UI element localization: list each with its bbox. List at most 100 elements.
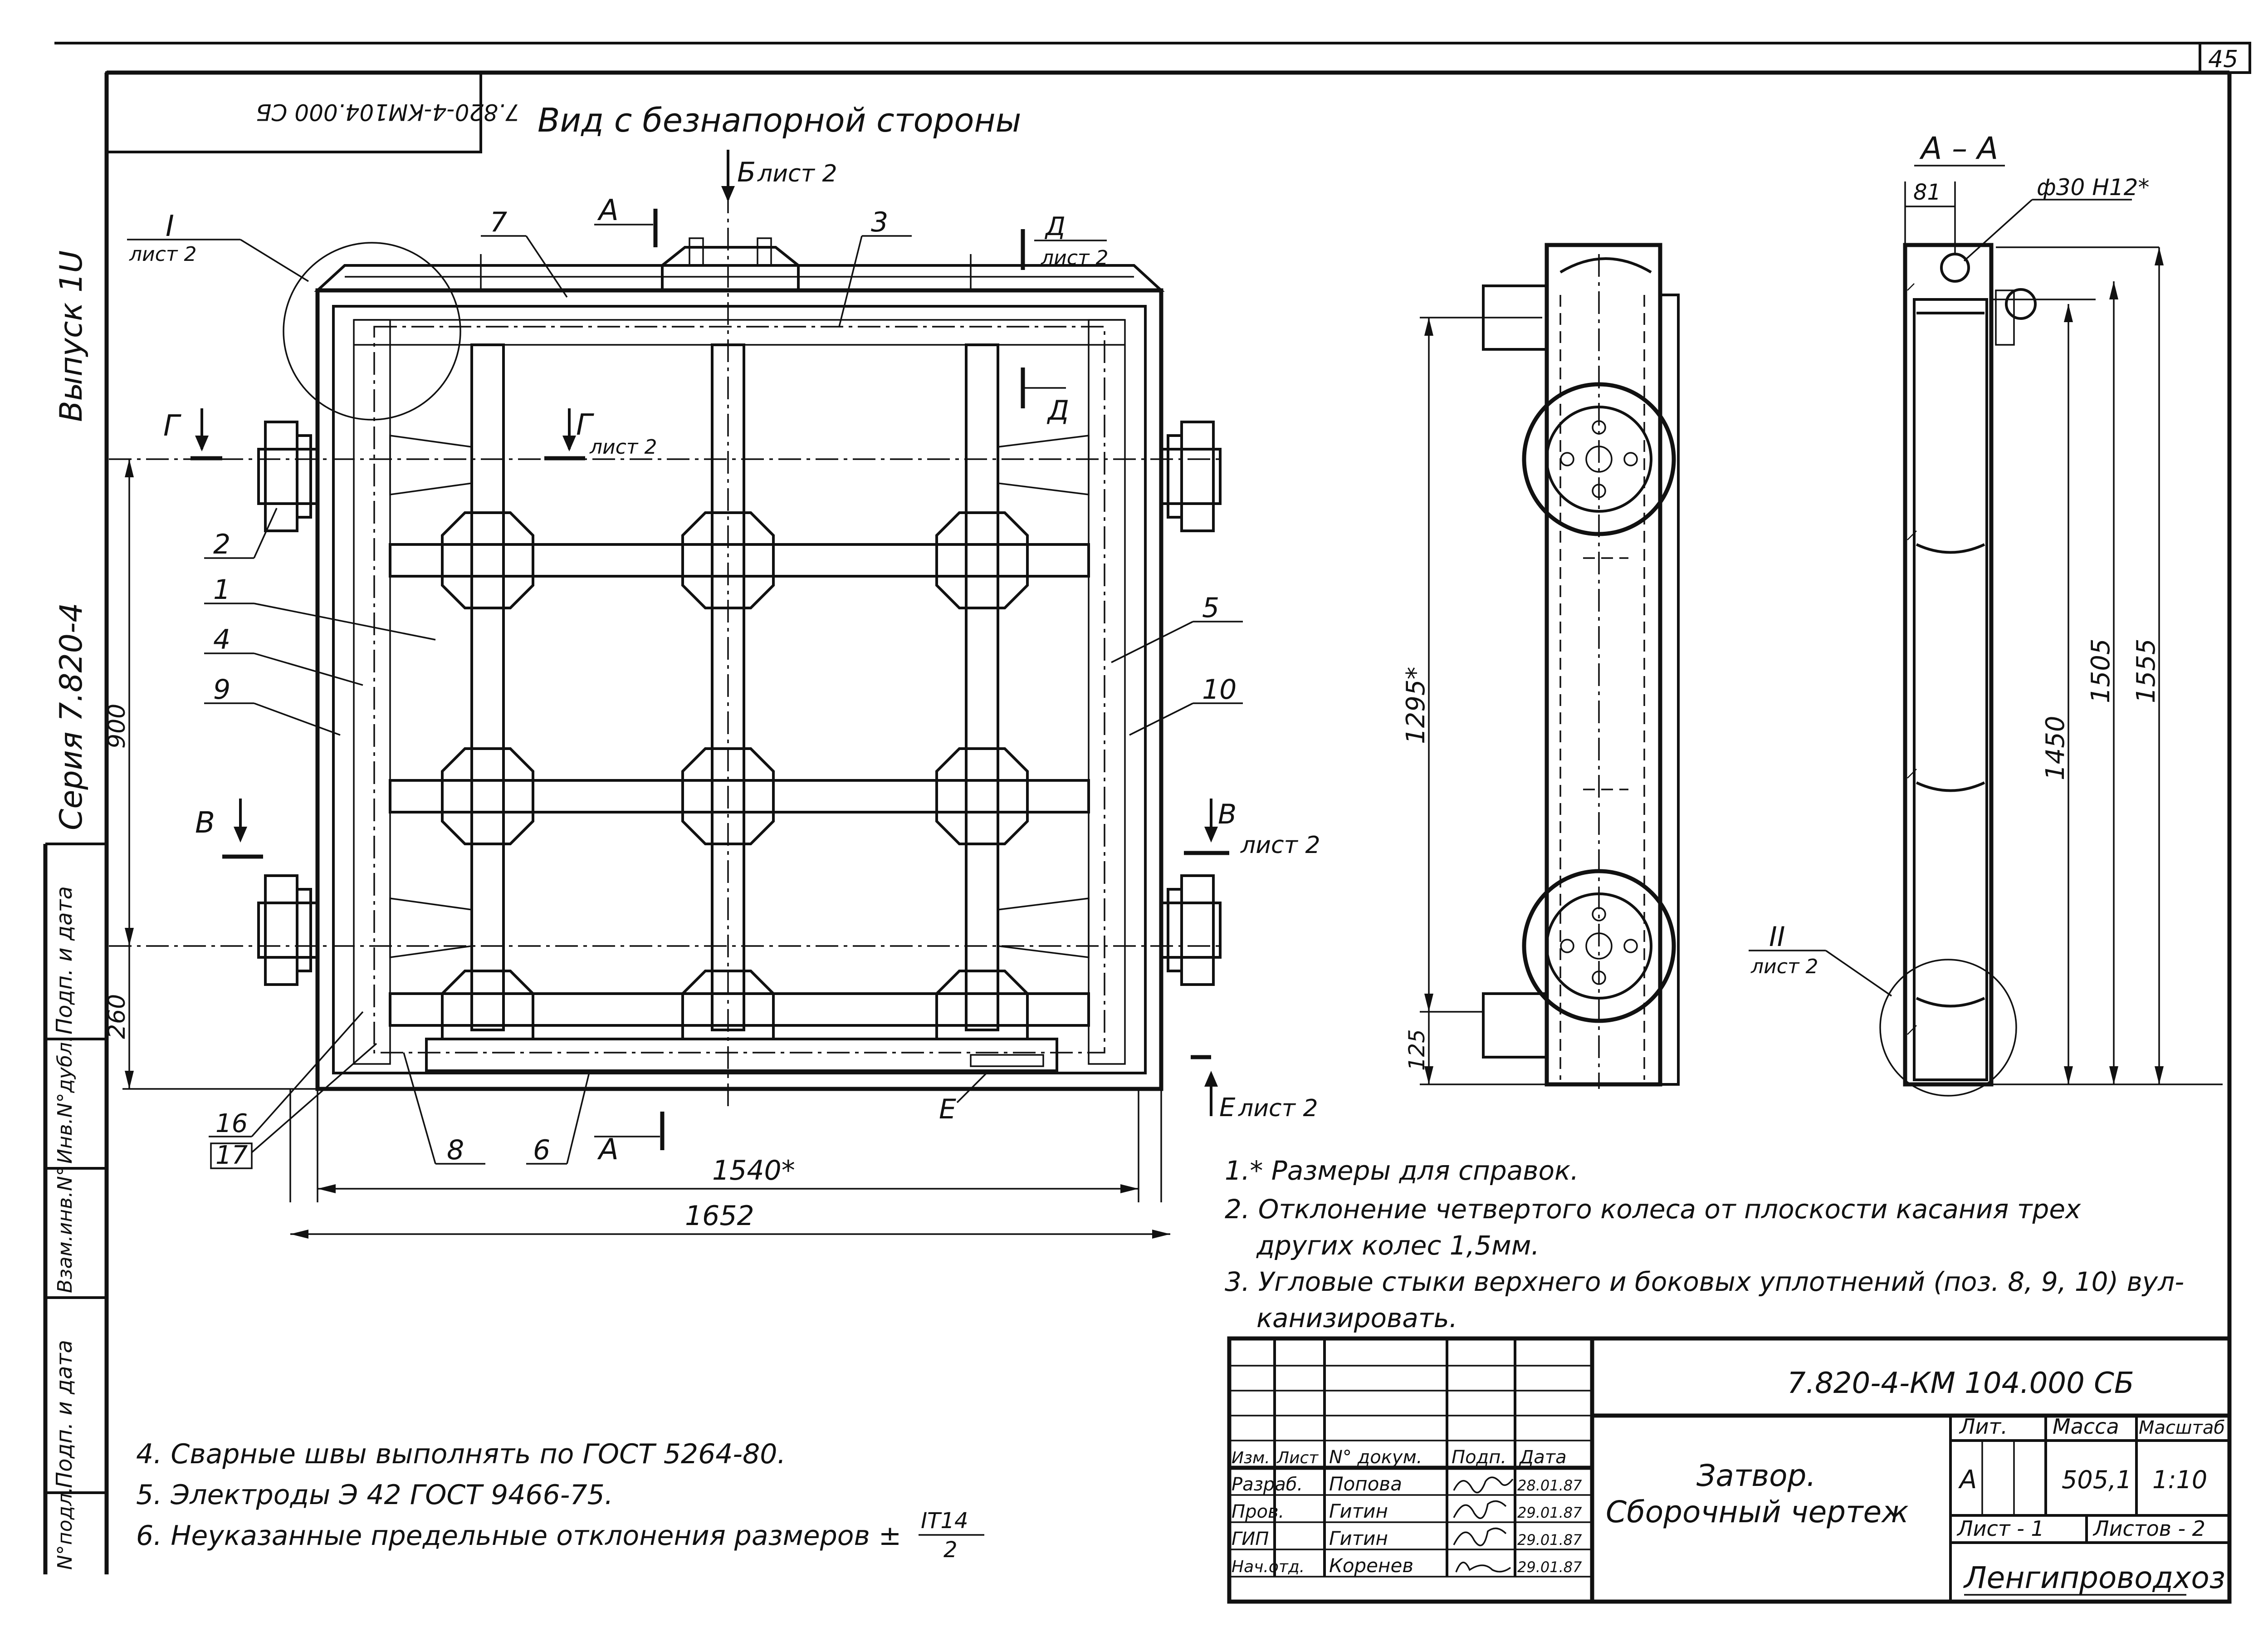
main-view-dimensions: 1540* 1652 900 260 xyxy=(103,459,1170,1239)
corner-code: 7.820-4-КМ104.000 СБ xyxy=(256,99,520,125)
callout-V-right-label: В xyxy=(1218,799,1237,830)
pos-10: 10 xyxy=(1202,674,1237,706)
note-4: 4. Сварные швы выполнять по ГОСТ 5264-80… xyxy=(136,1438,786,1470)
tb-date-2: 29.01.87 xyxy=(1517,1504,1582,1521)
notes-right: 1.* Размеры для справок. 2. Отклонение ч… xyxy=(1225,1155,2184,1333)
pos-6: 6 xyxy=(533,1134,550,1166)
callout-E-right-label: Е xyxy=(1219,1093,1236,1122)
stamp-cell-1: Подп. и дата xyxy=(52,886,77,1034)
callout-B-sheet: лист 2 xyxy=(757,160,837,187)
note-3: 3. Угловые стыки верхнего и боковых упло… xyxy=(1225,1266,2184,1297)
tb-lit-value: А xyxy=(1958,1465,1977,1495)
sec-dim-1450: 1450 xyxy=(2041,716,2070,780)
tb-name-4: Коренев xyxy=(1329,1554,1413,1577)
sheet-number: 45 xyxy=(2208,46,2238,73)
pos-4: 4 xyxy=(213,624,230,656)
tb-lit-label: Лит. xyxy=(1959,1414,2008,1439)
tb-date-4: 29.01.87 xyxy=(1517,1559,1582,1576)
callout-D-top-sheet: лист 2 xyxy=(1041,246,1109,270)
dim-125: 125 xyxy=(1404,1029,1430,1071)
section-title: А – А xyxy=(1919,131,1998,167)
dim-260: 260 xyxy=(103,994,131,1039)
callout-I-sheet: лист 2 xyxy=(129,243,197,266)
signature-2 xyxy=(1453,1500,1507,1519)
rib-grid xyxy=(389,343,1090,1040)
tb-scale-value: 1:10 xyxy=(2152,1465,2207,1494)
note-3-cont: канизировать. xyxy=(1256,1303,1457,1333)
tb-date-1: 28.01.87 xyxy=(1517,1477,1582,1494)
position-leaders: 7 3 2 1 4 9 5 10 16 17 8 6 xyxy=(204,206,1243,1170)
signature-3 xyxy=(1453,1527,1507,1546)
pos-7: 8 xyxy=(447,1134,464,1166)
dim-1295: 1295* xyxy=(1401,667,1431,744)
seriya-label: Серия 7.820-4 xyxy=(54,603,89,830)
note-2-cont: другиx колес 1,5мм. xyxy=(1256,1230,1540,1261)
wheel-left-bottom xyxy=(257,874,319,986)
callout-A-bottom: А xyxy=(597,1133,619,1166)
tb-scale-label: Масштаб xyxy=(2139,1417,2225,1438)
note-5: 5. Электроды Э 42 ГОСТ 9466-75. xyxy=(136,1479,613,1511)
tb-role-1: Разраб. xyxy=(1232,1474,1303,1495)
view-title: Вид с безнапорной стороны xyxy=(538,101,1021,139)
left-margin: Выпуск 1U Серия 7.820-4 Подп. и дата Инв… xyxy=(43,250,107,1574)
stamp-cell-3: Взам.инв.N° xyxy=(54,1166,77,1293)
signature-1 xyxy=(1453,1476,1514,1494)
pos-3: 3 xyxy=(871,206,888,238)
note-1: 1.* Размеры для справок. xyxy=(1225,1155,1579,1186)
pos-16: 16 xyxy=(215,1109,248,1138)
tb-organization: Ленгипроводхоз xyxy=(1963,1560,2225,1595)
tb-mass-label: Масса xyxy=(2053,1414,2119,1439)
tb-name-2: Гитин xyxy=(1329,1500,1388,1522)
sec-dim-1555: 1555 xyxy=(2131,638,2161,703)
sheet-frame xyxy=(54,42,2251,1574)
sec-dim-hole: ф30 Н12* xyxy=(2037,174,2150,201)
callout-II-label: II xyxy=(1769,921,1785,953)
tb-role-2: Пров. xyxy=(1232,1501,1284,1522)
sec-dim-81: 81 xyxy=(1913,180,1941,205)
pos-5: 5 xyxy=(1202,592,1219,624)
dim-1652: 1652 xyxy=(685,1200,754,1232)
tb-designation: 7.820-4-КМ 104.000 СБ xyxy=(1787,1367,2134,1400)
notes-left: 4. Сварные швы выполнять по ГОСТ 5264-80… xyxy=(136,1438,984,1563)
callout-G-right-sheet: лист 2 xyxy=(589,436,657,459)
tb-header-list: Лист xyxy=(1276,1449,1319,1467)
callout-V-left: В xyxy=(195,806,215,840)
tb-title-2: Сборочный чертеж xyxy=(1606,1495,1909,1529)
pos-9: 9 xyxy=(213,674,230,706)
stamp-cell-4: Подп. и дата xyxy=(52,1340,77,1488)
main-view-callouts: I лист 2 А Б лист 2 Д лист 2 Д Г Г лист … xyxy=(127,150,1320,1166)
tb-sheets-label: Листов - 2 xyxy=(2092,1516,2205,1541)
tb-name-3: Гитин xyxy=(1329,1527,1388,1549)
callout-E-left: Е xyxy=(939,1093,956,1125)
tb-title-1: Затвор. xyxy=(1696,1458,1816,1493)
stamp-cell-2: Инв.N°дубл. xyxy=(54,1036,77,1164)
vypusk-label: Выпуск 1U xyxy=(54,250,89,422)
callout-G-right-label: Г xyxy=(576,408,594,442)
tolerance-denominator: 2 xyxy=(943,1537,958,1563)
title-block: Изм. Лист N° докум. Подп. Дата Разраб. П… xyxy=(1227,1336,2232,1604)
tb-sheet-label: Лист - 1 xyxy=(1956,1516,2044,1541)
sec-dim-1505: 1505 xyxy=(2086,638,2116,703)
tb-role-4: Нач.отд. xyxy=(1232,1558,1305,1576)
callout-V-right-sheet: лист 2 xyxy=(1240,832,1320,859)
wheel-right-top xyxy=(1160,421,1222,532)
wheel-left-top xyxy=(257,421,319,532)
tb-mass-value: 505,1 xyxy=(2062,1465,2132,1494)
dim-900: 900 xyxy=(103,704,131,749)
callout-G-left: Г xyxy=(163,409,181,443)
dim-1540: 1540* xyxy=(712,1155,795,1186)
wheel-right-bottom xyxy=(1160,874,1222,986)
note-6: 6. Неуказанные предельные отклонения раз… xyxy=(136,1520,901,1552)
callout-D-mid: Д xyxy=(1046,395,1069,426)
callout-D-top-label: Д xyxy=(1044,212,1066,241)
callout-A-top: А xyxy=(597,194,619,227)
tb-header-doc: N° докум. xyxy=(1329,1447,1422,1468)
signature-4 xyxy=(1455,1561,1511,1573)
tb-role-3: ГИП xyxy=(1232,1529,1269,1549)
note-2: 2. Отклонение четвертого колеса от плоск… xyxy=(1225,1194,2081,1225)
tb-name-1: Попова xyxy=(1329,1473,1402,1495)
tb-header-sign: Подп. xyxy=(1452,1447,1506,1468)
corner-code-box: 7.820-4-КМ104.000 СБ xyxy=(105,71,520,153)
main-view xyxy=(109,191,1225,1112)
